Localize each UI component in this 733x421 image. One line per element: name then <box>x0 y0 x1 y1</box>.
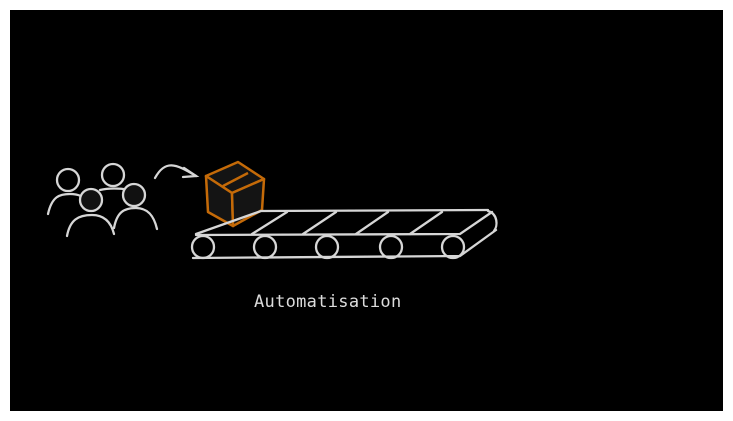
arrow-icon <box>153 164 200 180</box>
caption-text: Automatisation <box>254 292 402 312</box>
people-group-icon <box>46 162 159 238</box>
conveyor-belt-icon <box>190 208 498 260</box>
box-icon <box>204 160 266 228</box>
